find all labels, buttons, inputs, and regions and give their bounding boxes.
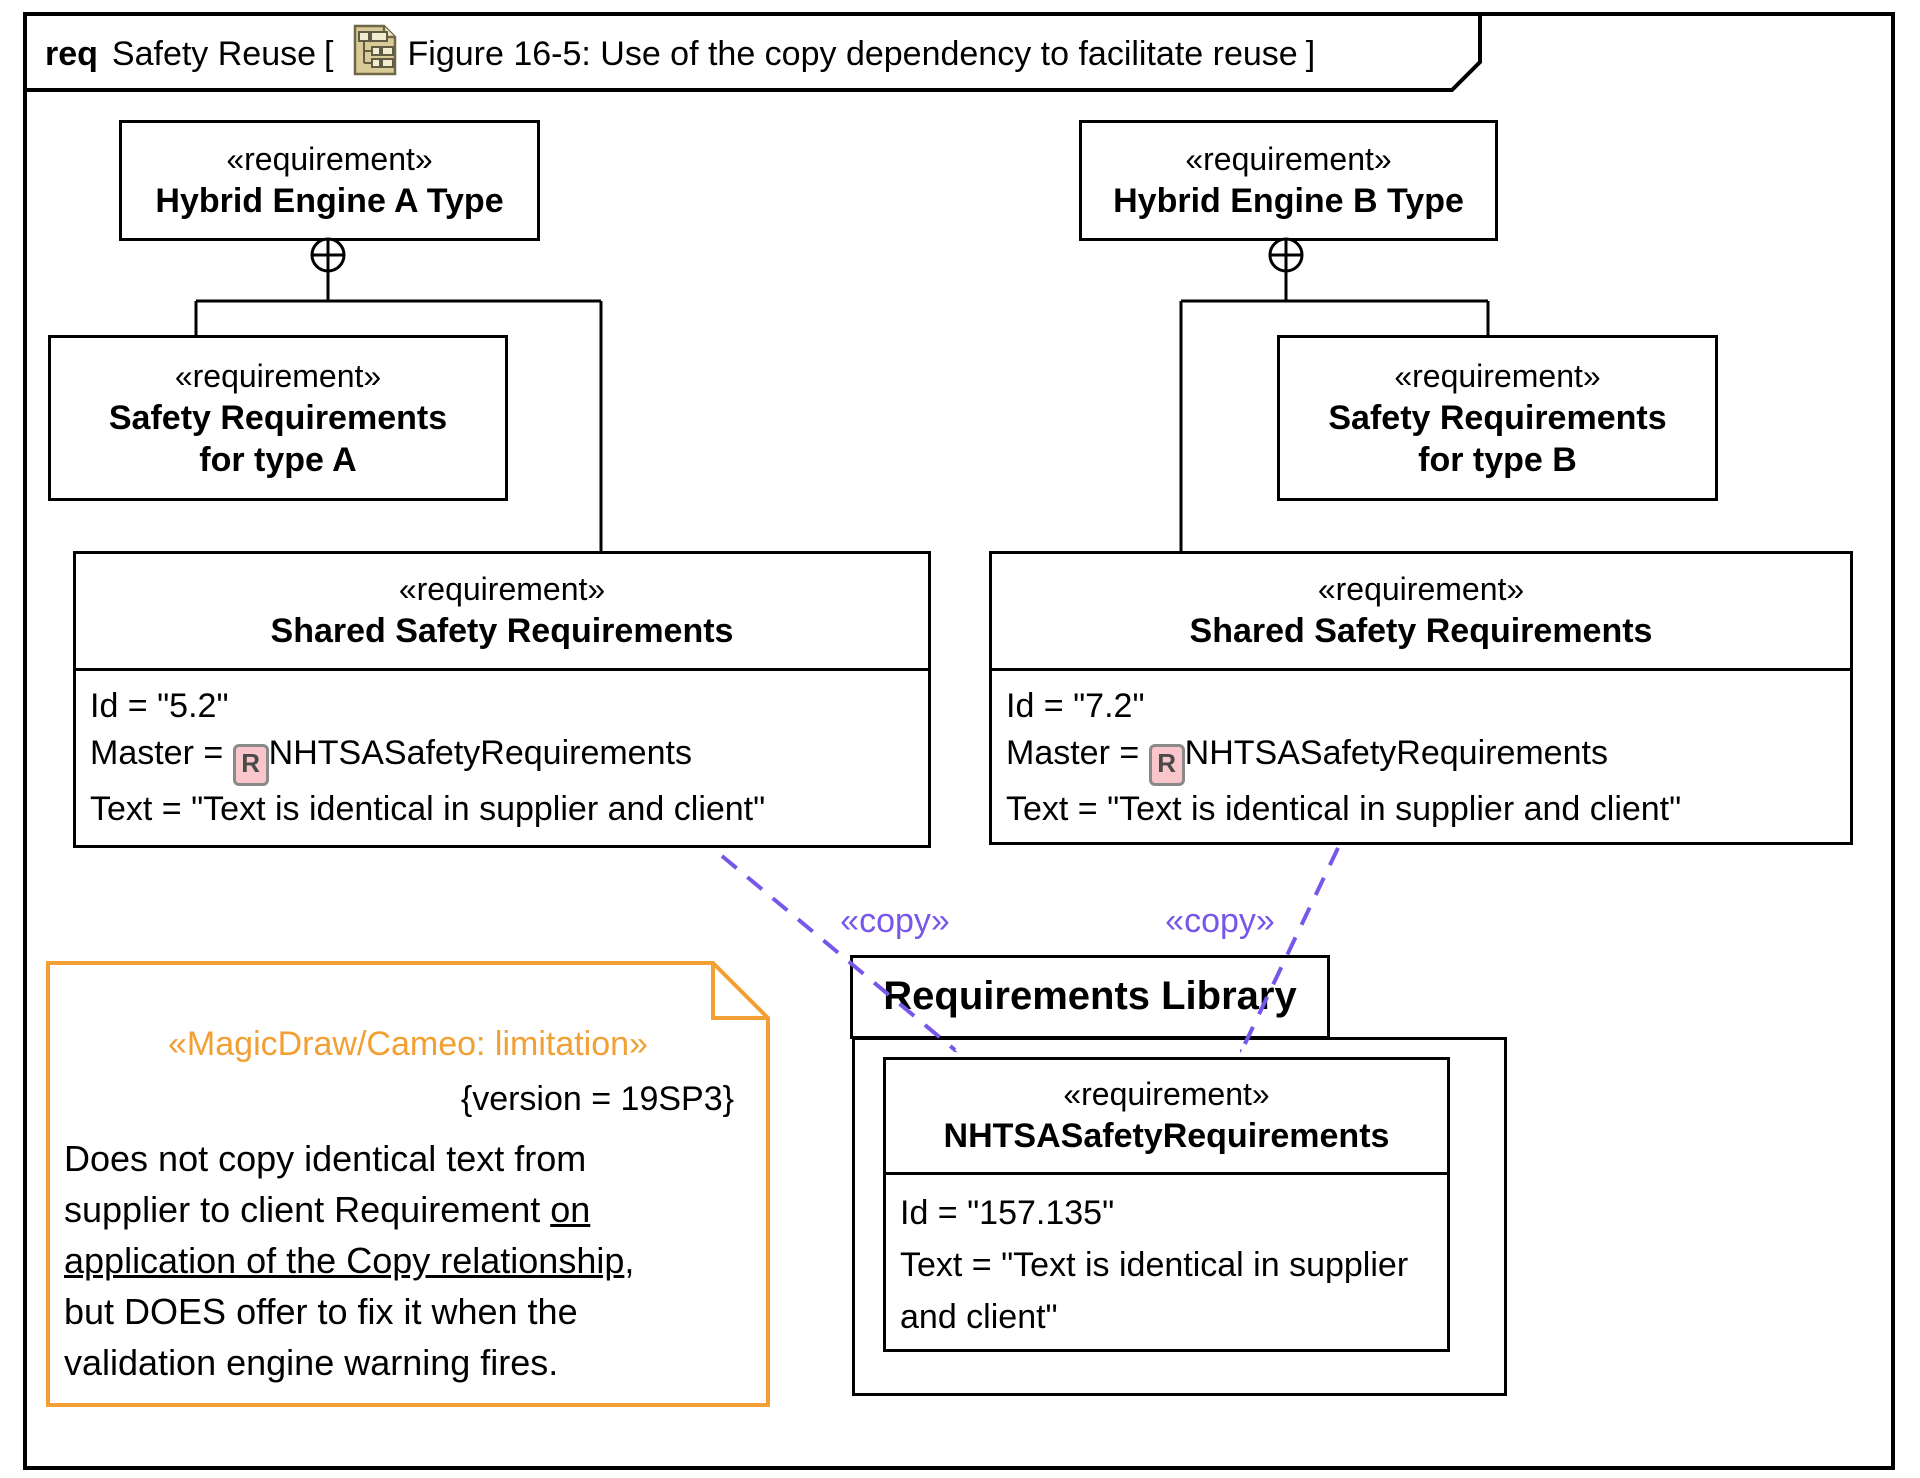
requirement-master-icon: R: [232, 744, 269, 786]
package-tab-requirements-library[interactable]: Requirements Library: [850, 955, 1330, 1039]
requirement-name: Shared Safety Requirements: [1189, 612, 1653, 650]
requirement-node-safety-type-b[interactable]: «requirement» Safety Requirements for ty…: [1277, 335, 1718, 501]
crosshair-containment-icon: [310, 237, 346, 273]
requirement-name: NHTSASafetyRequirements: [943, 1117, 1390, 1155]
stereotype-label: «requirement»: [1063, 1076, 1270, 1112]
crosshair-containment-icon: [1268, 237, 1304, 273]
stereotype-label: «requirement»: [398, 571, 606, 607]
requirement-node-shared-safety-a[interactable]: «requirement» Shared Safety Requirements…: [73, 551, 931, 848]
note-stereotype: «MagicDraw/Cameo: limitation»: [168, 1025, 648, 1063]
copy-dependency-label-left: «copy»: [840, 902, 950, 940]
stereotype-label: «requirement»: [226, 140, 433, 177]
requirement-node-hybrid-engine-a[interactable]: «requirement» Hybrid Engine A Type: [119, 120, 540, 241]
attribute-text: Text = "Text is identical in supplier an…: [900, 1246, 1409, 1336]
attribute-id: Id = "7.2": [1006, 687, 1145, 725]
attribute-id: Id = "5.2": [90, 687, 229, 725]
frame-open-bracket: [: [324, 34, 334, 73]
requirement-node-nhtsa[interactable]: «requirement» NHTSASafetyRequirements Id…: [883, 1057, 1450, 1352]
requirement-node-shared-safety-b[interactable]: «requirement» Shared Safety Requirements…: [989, 551, 1853, 845]
frame-close-bracket: ]: [1305, 34, 1316, 73]
note-body: Does not copy identical text from suppli…: [64, 1133, 676, 1388]
frame-title: req Safety Reuse [ Figure 16-5: Use of t…: [45, 24, 1323, 80]
frame-kind-label: req: [45, 34, 98, 73]
frame-figure-title: Figure 16-5: Use of the copy dependency …: [407, 34, 1298, 73]
requirements-diagram-icon: [352, 23, 398, 86]
requirement-name: Shared Safety Requirements: [270, 612, 734, 650]
requirement-name: Hybrid Engine A Type: [155, 181, 504, 220]
note-version-tag: {version = 19SP3}: [460, 1080, 734, 1118]
requirement-name-line2: for type A: [199, 441, 357, 479]
requirement-node-safety-type-a[interactable]: «requirement» Safety Requirements for ty…: [48, 335, 508, 501]
requirement-name-line1: Safety Requirements: [108, 399, 448, 437]
attribute-text: Text = "Text is identical in supplier an…: [1006, 790, 1682, 828]
requirement-name: Hybrid Engine B Type: [1113, 181, 1464, 220]
note-magicdraw-limitation[interactable]: «MagicDraw/Cameo: limitation» {version =…: [48, 963, 768, 1388]
requirement-master-icon: R: [1148, 744, 1185, 786]
requirement-node-hybrid-engine-b[interactable]: «requirement» Hybrid Engine B Type: [1079, 120, 1498, 241]
stereotype-label: «requirement»: [1394, 358, 1601, 394]
stereotype-label: «requirement»: [1185, 140, 1392, 177]
stereotype-label: «requirement»: [1317, 571, 1525, 607]
copy-dependency-label-right: «copy»: [1165, 902, 1275, 940]
frame-diagram-name: Safety Reuse: [111, 34, 317, 73]
note-body-before: Does not copy identical text from suppli…: [64, 1138, 587, 1230]
attribute-id: Id = "157.135": [900, 1194, 1115, 1232]
attribute-text: Text = "Text is identical in supplier an…: [90, 790, 766, 828]
requirement-name-line1: Safety Requirements: [1328, 399, 1667, 437]
requirement-name-line2: for type B: [1418, 441, 1577, 479]
stereotype-label: «requirement»: [174, 358, 382, 394]
